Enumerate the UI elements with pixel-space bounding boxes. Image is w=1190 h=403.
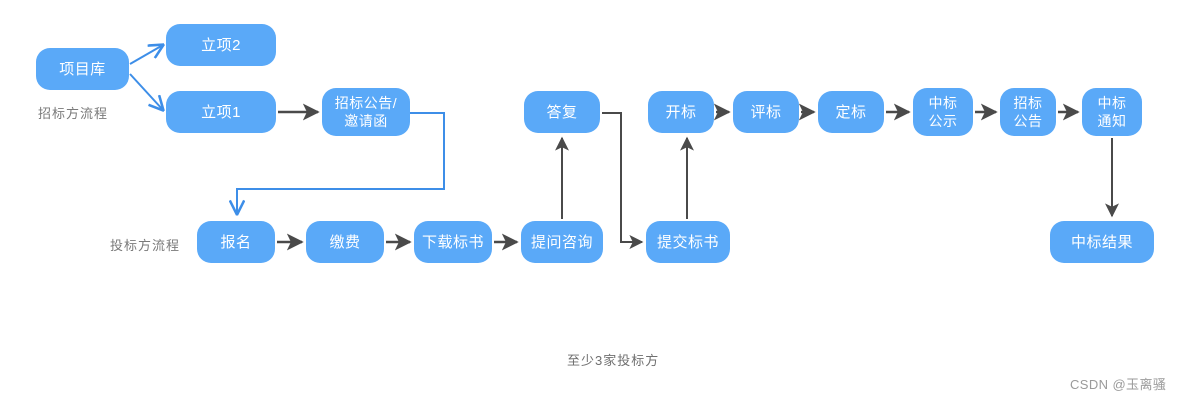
- node-bid-decision[interactable]: 定标: [818, 91, 884, 133]
- node-approval-1[interactable]: 立项1: [166, 91, 276, 133]
- node-win-notice[interactable]: 中标 通知: [1082, 88, 1142, 136]
- lane-label-tenderer-lane: 招标方流程: [38, 106, 109, 121]
- edge-reply-submit: [602, 112, 644, 249]
- note-min-bidders-note: 至少3家投标方: [567, 353, 660, 368]
- edge-projectlib-approval2: [129, 45, 163, 65]
- node-win-announce[interactable]: 招标 公告: [1000, 88, 1056, 136]
- edge-notice-registration: [237, 112, 445, 214]
- csdn-watermark: CSDN @玉离骚: [1070, 377, 1167, 392]
- node-project-library[interactable]: 项目库: [36, 48, 129, 90]
- node-reply[interactable]: 答复: [524, 91, 600, 133]
- node-ask-question[interactable]: 提问咨询: [521, 221, 603, 263]
- node-download-doc[interactable]: 下载标书: [414, 221, 492, 263]
- node-submit-bid[interactable]: 提交标书: [646, 221, 730, 263]
- node-payment[interactable]: 缴费: [306, 221, 384, 263]
- node-tender-notice[interactable]: 招标公告/ 邀请函: [322, 88, 410, 136]
- node-bid-opening[interactable]: 开标: [648, 91, 714, 133]
- node-win-publicity[interactable]: 中标 公示: [913, 88, 973, 136]
- node-win-result[interactable]: 中标结果: [1050, 221, 1154, 263]
- node-registration[interactable]: 报名: [197, 221, 275, 263]
- node-approval-2[interactable]: 立项2: [166, 24, 276, 66]
- lane-label-bidder-lane: 投标方流程: [110, 238, 181, 253]
- edge-projectlib-approval1: [129, 73, 163, 110]
- node-bid-evaluation[interactable]: 评标: [733, 91, 799, 133]
